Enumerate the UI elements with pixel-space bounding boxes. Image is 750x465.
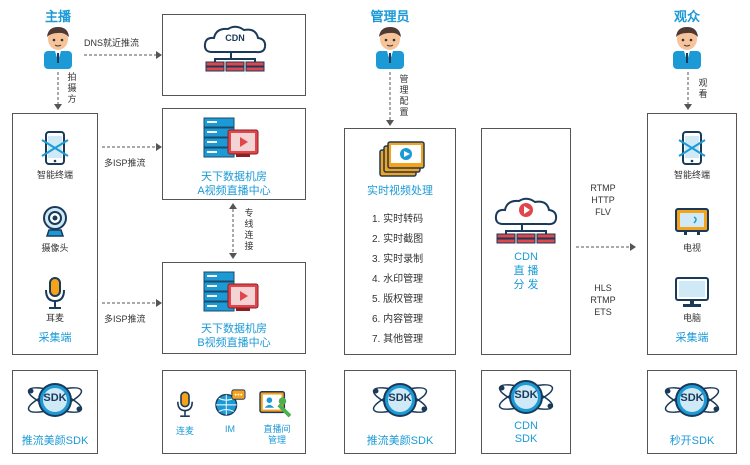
audience-item-tv: 电视 bbox=[682, 243, 701, 253]
cdn-cloud-label: CDN bbox=[225, 33, 245, 43]
processing-title: 实时视频处理 bbox=[367, 185, 433, 197]
monitor-icon bbox=[674, 276, 710, 308]
isp-push-b-label: 多ISP推流 bbox=[104, 314, 146, 324]
shoot-arrow bbox=[54, 72, 62, 110]
sdk-badge: SDK bbox=[514, 389, 538, 401]
processing-item: 2. 实时截图 bbox=[372, 234, 424, 245]
chat-people-icon bbox=[258, 388, 292, 418]
collect-item-mic: 耳麦 bbox=[45, 313, 64, 323]
feature-im: IM bbox=[225, 424, 235, 434]
role-admin: 管理员 bbox=[370, 9, 410, 24]
audience-title: 采集端 bbox=[675, 332, 709, 344]
watch-label: 观看 bbox=[698, 78, 708, 99]
mic-icon bbox=[40, 276, 70, 312]
dedicated-line-label: 专线连接 bbox=[244, 208, 254, 251]
tv-icon bbox=[674, 205, 710, 237]
server-a-icon bbox=[202, 116, 262, 166]
feature-lianmai: 连麦 bbox=[175, 426, 194, 436]
admin-config-label: 管理配置 bbox=[399, 74, 409, 117]
sdk-push-beauty-2: 推流美颜SDK bbox=[366, 435, 434, 447]
shoot-side-label: 拍摄方 bbox=[67, 72, 77, 104]
collect-item-webcam: 摄像头 bbox=[41, 243, 69, 253]
audience-item-phone: 智能终端 bbox=[673, 170, 710, 180]
processing-item: 3. 实时录制 bbox=[372, 254, 424, 265]
server-b-icon bbox=[202, 270, 262, 320]
play-icon bbox=[519, 203, 533, 217]
sdk-badge: SDK bbox=[43, 392, 67, 404]
sdk-badge: SDK bbox=[680, 392, 704, 404]
isp-arrow-a bbox=[102, 143, 162, 151]
processing-item: 4. 水印管理 bbox=[372, 274, 424, 285]
video-screen-icon bbox=[376, 140, 426, 180]
dns-arrow bbox=[84, 51, 162, 59]
phone-icon bbox=[40, 130, 70, 166]
role-anchor: 主播 bbox=[44, 9, 71, 24]
sdk-instant-open: 秒开SDK bbox=[669, 435, 715, 447]
processing-item: 1. 实时转码 bbox=[372, 214, 424, 225]
isp-arrow-b bbox=[102, 299, 162, 307]
role-audience: 观众 bbox=[673, 9, 700, 24]
webcam-icon bbox=[40, 204, 70, 240]
sdk-badge: SDK bbox=[388, 392, 412, 404]
audience-item-pc: 电脑 bbox=[682, 313, 701, 323]
admin-person-icon bbox=[370, 25, 410, 69]
processing-item: 7. 其他管理 bbox=[372, 334, 424, 345]
feature-room-manage: 直播间管理 bbox=[263, 424, 291, 445]
distribute-arrow bbox=[576, 243, 636, 251]
anchor-person-icon bbox=[38, 25, 78, 69]
cdn-cloud-icon bbox=[200, 24, 270, 74]
dns-push-label: DNS就近推流 bbox=[84, 38, 140, 48]
isp-push-a-label: 多ISP推流 bbox=[104, 158, 146, 168]
collect-item-phone: 智能终端 bbox=[36, 170, 73, 180]
audience-person-icon bbox=[667, 25, 707, 69]
admin-config-arrow bbox=[386, 72, 394, 126]
chat-globe-icon bbox=[213, 388, 247, 418]
dedicated-line-arrow bbox=[229, 203, 237, 259]
feature-mic-icon bbox=[173, 390, 197, 420]
processing-item: 6. 内容管理 bbox=[372, 314, 424, 325]
watch-arrow bbox=[684, 72, 692, 110]
processing-item: 5. 版权管理 bbox=[372, 294, 424, 305]
audience-phone-icon bbox=[677, 130, 707, 166]
sdk-push-beauty-1: 推流美颜SDK bbox=[21, 435, 89, 447]
collect-title: 采集端 bbox=[38, 332, 72, 344]
